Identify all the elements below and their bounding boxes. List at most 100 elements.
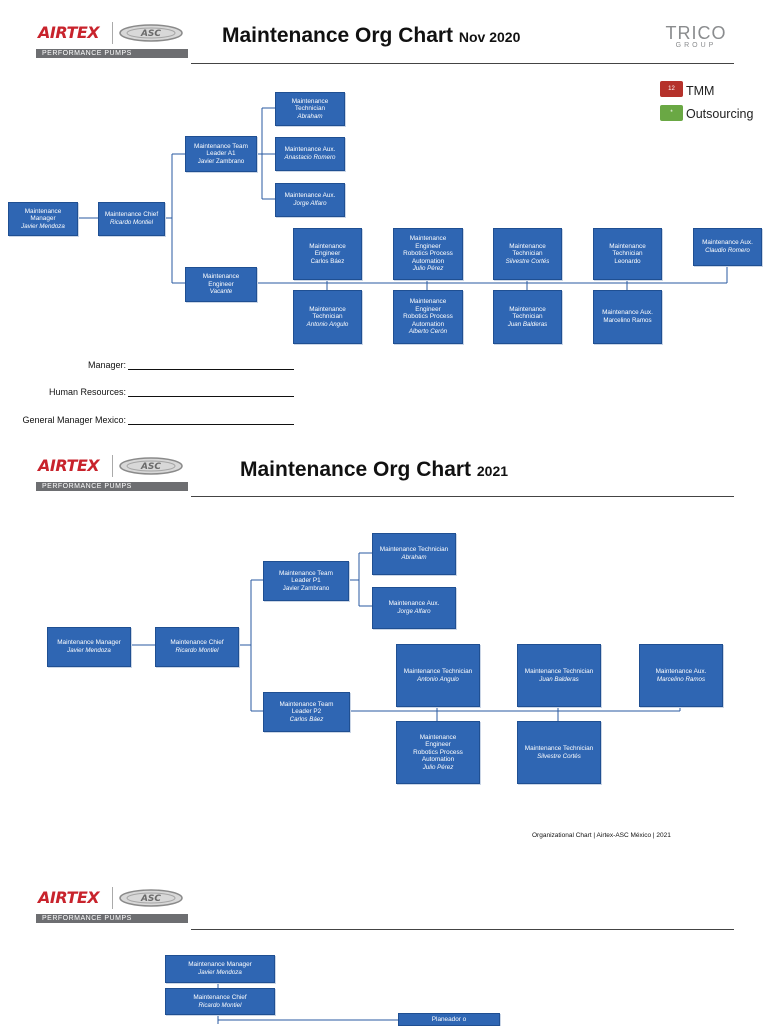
- asc-logo: ASC: [119, 457, 183, 475]
- node-name: Antonio Angulo: [306, 320, 349, 328]
- page-title-2: Maintenance Org Chart 2021: [240, 458, 508, 482]
- node-technician-antonio[interactable]: Maintenance Technician Antonio Angulo: [396, 644, 480, 707]
- trico-group: GROUP: [675, 42, 717, 49]
- trico-name: TRICO: [665, 23, 727, 43]
- node-name: Jorge Alfaro: [293, 200, 327, 207]
- logo-separator: [112, 22, 113, 44]
- node-name: Alberto Cerón: [408, 328, 448, 336]
- page-title-1: Maintenance Org Chart Nov 2020: [222, 24, 520, 48]
- node-maintenance-manager[interactable]: Maintenance Manager Javier Mendoza: [165, 955, 275, 983]
- node-title: Maintenance Manager: [57, 639, 121, 647]
- asc-logo: ASC: [119, 889, 183, 907]
- node-name: Ricardo Montiel: [198, 1001, 242, 1009]
- node-technician-silvestre[interactable]: Maintenance Technician Silvestre Cortés: [493, 228, 562, 280]
- node-name: Vacante: [209, 288, 233, 296]
- node-name: Abraham: [401, 554, 427, 561]
- node-name: Javier Zambrano: [282, 584, 330, 592]
- node-engineer-julio[interactable]: Maintenance Engineer Robotics Process Au…: [396, 721, 480, 784]
- node-name: Claudio Romero: [705, 247, 750, 254]
- airtex-logo: AIRTEX: [38, 23, 100, 42]
- node-title: Maintenance Manager: [188, 961, 252, 969]
- node-team-leader-p1[interactable]: Maintenance Team Leader P1 Javier Zambra…: [263, 561, 349, 601]
- node-technician-juan[interactable]: Maintenance Technician Juan Balderas: [517, 644, 601, 707]
- signature-label-manager: Manager:: [87, 360, 126, 370]
- node-title: Maintenance Team Leader A1: [194, 142, 248, 158]
- node-engineer-alberto[interactable]: Maintenance Engineer Robotics Process Au…: [393, 290, 463, 344]
- performance-pumps-bar: PERFORMANCE PUMPS: [36, 914, 188, 923]
- node-maintenance-chief[interactable]: Maintenance Chief Ricardo Montiel: [155, 627, 239, 667]
- signature-label-gm: General Manager Mexico:: [22, 415, 126, 425]
- airtex-logo: AIRTEX: [38, 888, 100, 907]
- node-name: Marcelino Ramos: [603, 317, 652, 324]
- node-title: Maintenance Technician: [509, 305, 546, 321]
- node-name: Jorge Alfaro: [397, 608, 431, 615]
- node-name: Silvestre Cortés: [505, 257, 550, 265]
- node-technician-leonardo[interactable]: Maintenance Technician Leonardo: [593, 228, 662, 280]
- node-name: Anastacio Romero: [284, 154, 336, 161]
- node-engineer-vacante[interactable]: Maintenance Engineer Vacante: [185, 267, 257, 302]
- node-aux-anastacio[interactable]: Maintenance Aux. Anastacio Romero: [275, 137, 345, 171]
- trico-logo: TRICO GROUP: [660, 24, 732, 49]
- title-date: 2021: [476, 463, 509, 479]
- node-name: Silvestre Cortés: [537, 752, 581, 760]
- node-title: Maintenance Aux.: [702, 239, 753, 247]
- node-name: Carlos Báez: [289, 715, 324, 723]
- node-technician-juan[interactable]: Maintenance Technician Juan Balderas: [493, 290, 562, 344]
- node-title: Maintenance Chief: [170, 639, 224, 647]
- node-title: Maintenance Technician: [524, 667, 594, 675]
- node-title: Maintenance Chief: [193, 993, 247, 1001]
- node-title: Maintenance Technician: [524, 744, 594, 752]
- node-maintenance-manager[interactable]: Maintenance Manager Javier Mendoza: [47, 627, 131, 667]
- node-title: Maintenance Aux.: [388, 600, 440, 608]
- legend-outsourcing-label: Outsourcing: [686, 107, 754, 121]
- node-title: Maintenance Technician: [379, 546, 449, 554]
- node-title: Maintenance Technician: [609, 242, 646, 258]
- node-aux-marcelino[interactable]: Maintenance Aux. Marcelino Ramos: [639, 644, 723, 707]
- node-title: Maintenance Engineer Robotics Process Au…: [403, 298, 453, 328]
- node-team-leader-a1[interactable]: Maintenance Team Leader A1 Javier Zambra…: [185, 136, 257, 172]
- signature-line-manager[interactable]: [128, 369, 294, 370]
- legend-tmm-swatch: 12: [660, 81, 683, 97]
- node-name: Abraham: [297, 112, 323, 120]
- node-aux-claudio[interactable]: Maintenance Aux. Claudio Romero: [693, 228, 762, 266]
- title-text: Maintenance Org Chart: [240, 458, 472, 481]
- node-engineer-carlos[interactable]: Maintenance Engineer Carlos Báez: [293, 228, 362, 280]
- logo-separator: [112, 887, 113, 909]
- node-name: Carlos Báez: [310, 257, 345, 265]
- node-title: Planeador o: [431, 1015, 467, 1023]
- node-technician-abraham[interactable]: Maintenance Technician Abraham: [275, 92, 345, 126]
- asc-logo-text: ASC: [140, 29, 161, 39]
- node-title: Maintenance Technician: [291, 97, 329, 113]
- performance-pumps-bar: PERFORMANCE PUMPS: [36, 49, 188, 58]
- signature-line-gm[interactable]: [128, 424, 294, 425]
- node-name: Marcelino Ramos: [656, 675, 706, 683]
- node-team-leader-p2[interactable]: Maintenance Team Leader P2 Carlos Báez: [263, 692, 350, 732]
- legend-tmm-label: TMM: [686, 84, 715, 98]
- node-title: Maintenance Engineer Robotics Process Au…: [413, 733, 463, 764]
- node-technician-silvestre[interactable]: Maintenance Technician Silvestre Cortés: [517, 721, 601, 784]
- node-maintenance-chief[interactable]: Maintenance Chief Ricardo Montiel: [98, 202, 165, 236]
- node-name: Antonio Angulo: [417, 675, 459, 683]
- node-aux-jorge[interactable]: Maintenance Aux. Jorge Alfaro: [372, 587, 456, 629]
- node-title: Maintenance Aux.: [284, 192, 336, 200]
- node-technician-abraham[interactable]: Maintenance Technician Abraham: [372, 533, 456, 575]
- node-name: Ricardo Montiel: [175, 647, 219, 654]
- signature-label-hr: Human Resources:: [48, 387, 126, 397]
- node-technician-antonio[interactable]: Maintenance Technician Antonio Angulo: [293, 290, 362, 344]
- node-title: Maintenance Aux.: [655, 667, 707, 675]
- title-text: Maintenance Org Chart: [222, 24, 454, 47]
- node-aux-jorge[interactable]: Maintenance Aux. Jorge Alfaro: [275, 183, 345, 217]
- node-engineer-julio[interactable]: Maintenance Engineer Robotics Process Au…: [393, 228, 463, 280]
- node-title: Maintenance Engineer Robotics Process Au…: [403, 235, 453, 265]
- header-rule-1: [191, 63, 734, 64]
- node-aux-marcelino[interactable]: Maintenance Aux. Marcelino Ramos: [593, 290, 662, 344]
- node-title: Maintenance Team Leader P1: [279, 569, 333, 585]
- node-title: Maintenance Technician: [509, 242, 546, 258]
- node-title: Maintenance Technician: [309, 305, 346, 321]
- node-planner[interactable]: Planeador o: [398, 1013, 500, 1026]
- node-maintenance-chief[interactable]: Maintenance Chief Ricardo Montiel: [165, 988, 275, 1015]
- node-maintenance-manager[interactable]: Maintenance Manager Javier Mendoza: [8, 202, 78, 236]
- airtex-logo: AIRTEX: [38, 456, 100, 475]
- signature-line-hr[interactable]: [128, 396, 294, 397]
- legend-outsourcing-swatch: *: [660, 105, 683, 121]
